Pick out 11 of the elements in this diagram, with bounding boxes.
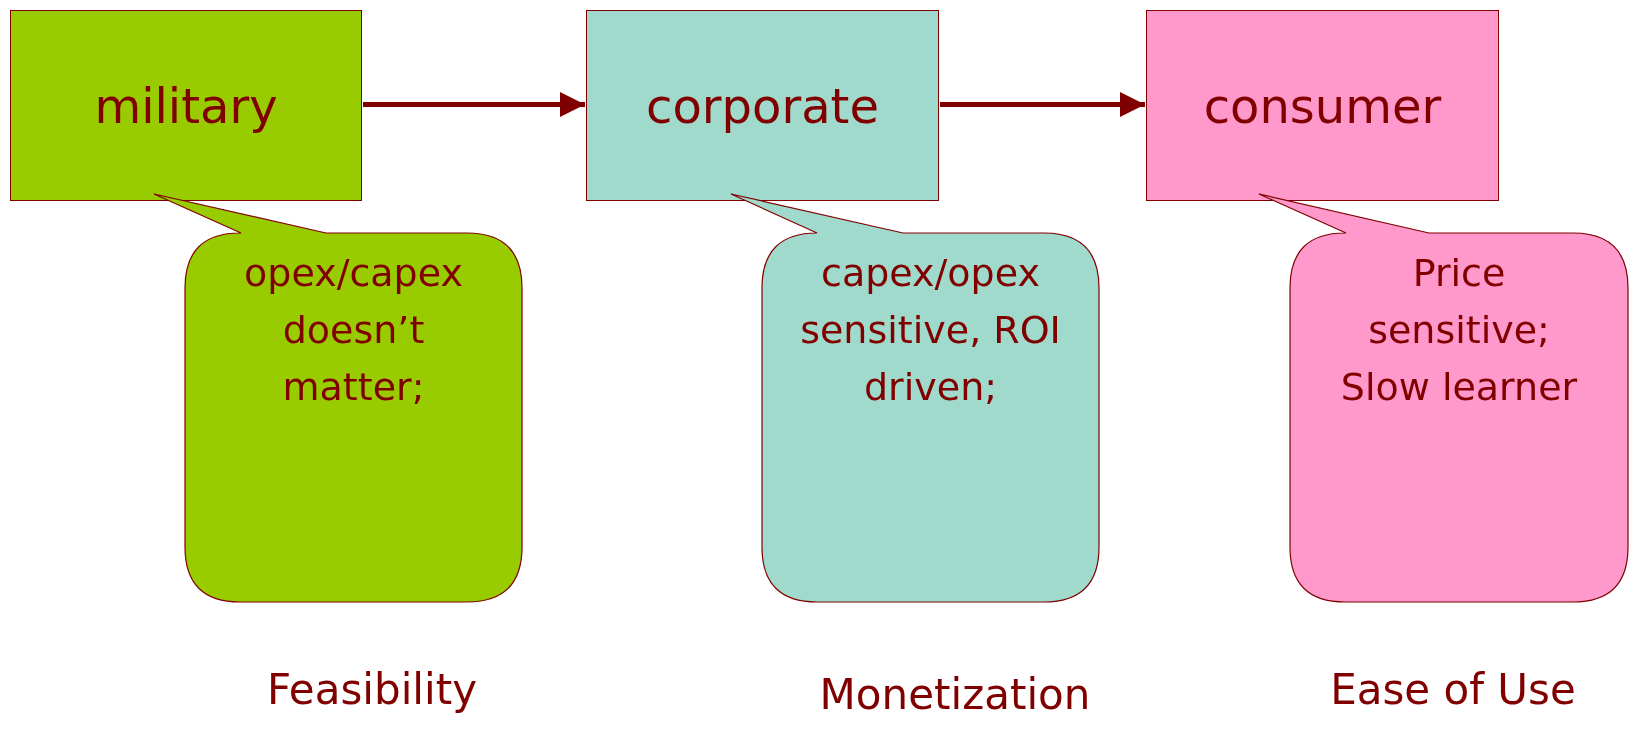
category-label: Monetization xyxy=(819,670,1091,719)
arrow xyxy=(940,92,1145,117)
callout-text: capex/opex sensitive, ROI driven; xyxy=(799,250,1062,411)
arrow xyxy=(363,92,585,117)
process-box: corporate xyxy=(586,10,939,201)
callout-text: Price sensitive; Slow learner xyxy=(1339,250,1579,411)
process-box: consumer xyxy=(1146,10,1499,201)
category-label: Ease of Use xyxy=(1330,665,1576,714)
category-label: Feasibility xyxy=(267,665,477,714)
process-box: military xyxy=(10,10,362,201)
callout-text: opex/capex doesn’t matter; xyxy=(243,250,464,411)
